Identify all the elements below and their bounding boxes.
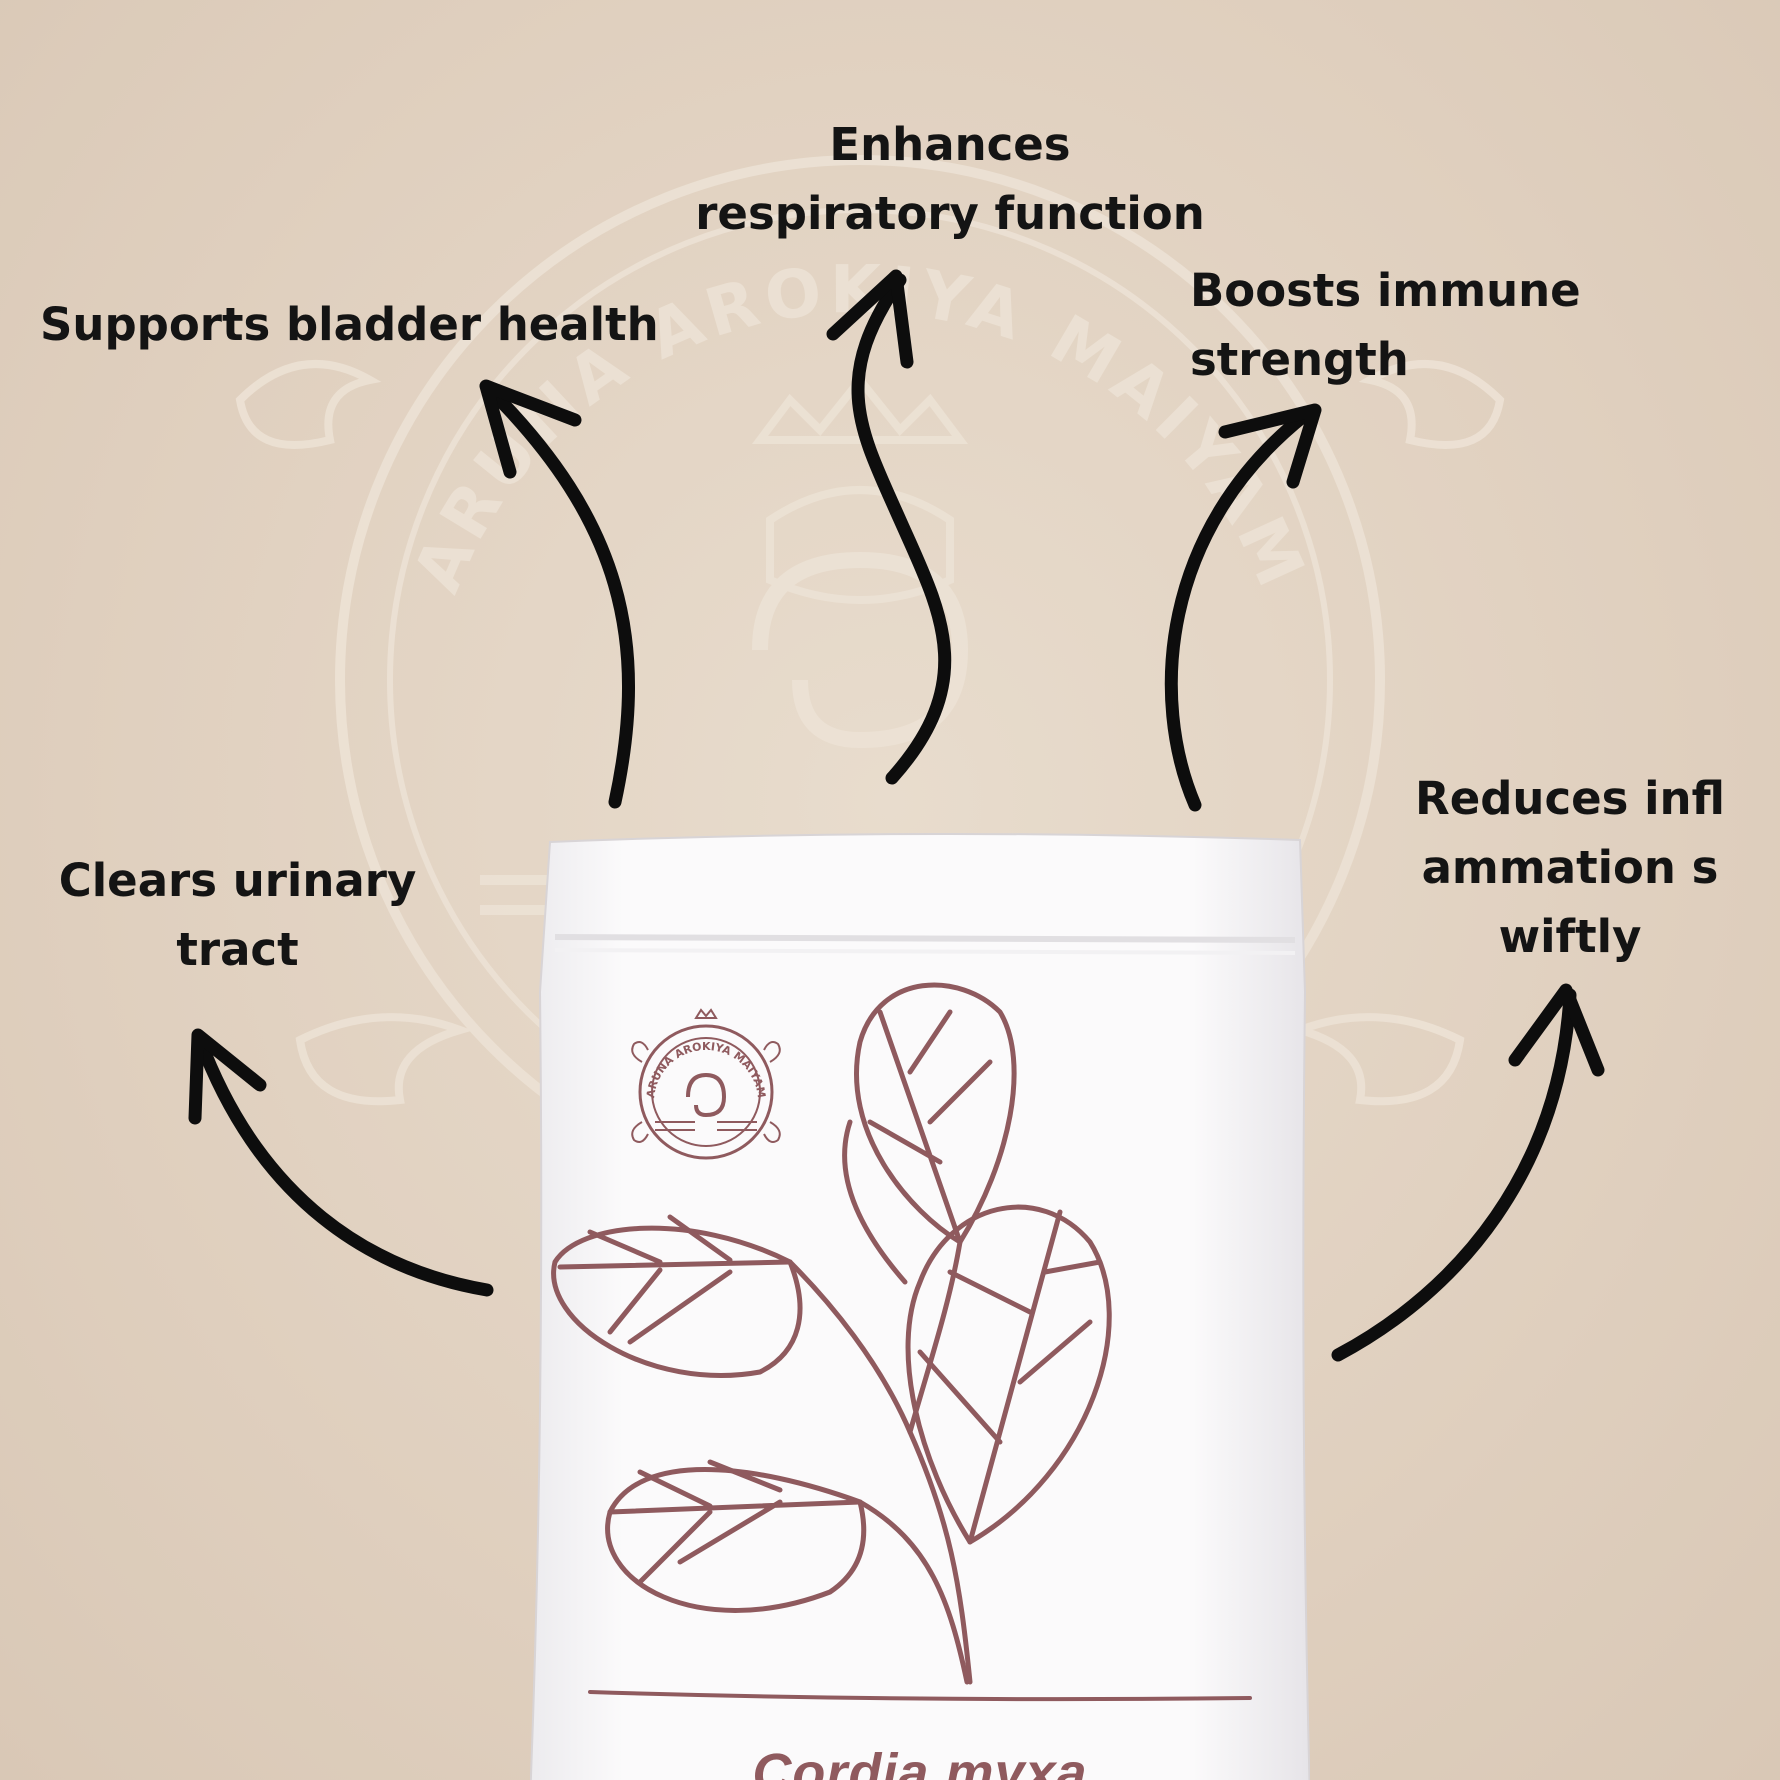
arrow-to-respiratory-icon [826, 269, 952, 785]
benefit-respiratory: Enhances respiratory function [695, 118, 1205, 240]
benefit-urinary: Clears urinary tract [58, 854, 417, 976]
pouch-illustration: ARUNA AROKIYA MAIYAM [530, 832, 1310, 1780]
product-name: Cordia myxa [752, 1743, 1088, 1780]
benefit-bladder: Supports bladder health [40, 298, 659, 351]
benefit-immune: Boosts immune strength [1190, 264, 1581, 386]
product-pouch: ARUNA AROKIYA MAIYAM Cordia myxa [530, 822, 1310, 1780]
arrow-to-immune-icon [1164, 403, 1322, 812]
arrow-to-bladder-icon [479, 379, 635, 809]
arrow-to-urinary-icon [188, 1028, 494, 1297]
benefit-inflammation: Reduces inflammation swiftly [1415, 772, 1725, 963]
leaf-illustration [551, 982, 1252, 1702]
arrow-to-inflammation-icon [1331, 983, 1605, 1362]
